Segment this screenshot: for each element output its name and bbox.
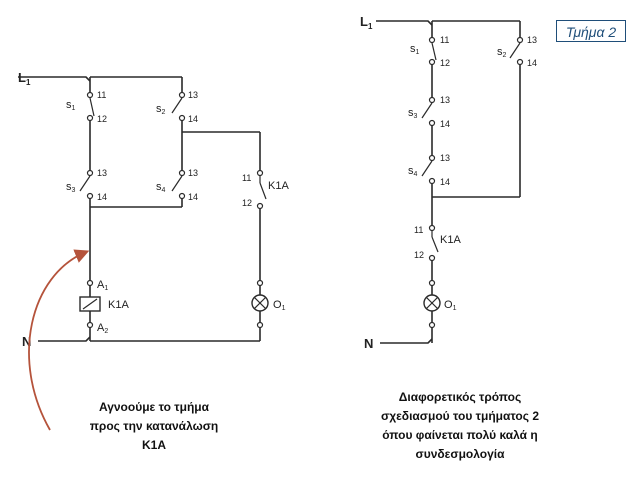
left-switch-s2: s2 13 14	[156, 90, 198, 124]
svg-text:s3: s3	[66, 181, 76, 194]
svg-text:11: 11	[440, 35, 449, 45]
left-switch-s3: s3 13 14	[66, 168, 107, 202]
right-switch-s2: s2 13 14	[497, 35, 537, 68]
svg-text:K1A: K1A	[440, 234, 461, 246]
left-caption-line-2: προς την κατανάλωση	[89, 419, 219, 433]
left-lamp-o1: O1	[251, 279, 286, 329]
left-caption: Αγνοούμε το τμήμα προς την κατανάλωση K1…	[64, 398, 244, 455]
svg-text:14: 14	[440, 177, 450, 187]
left-l1-label: L1	[18, 70, 31, 87]
right-caption-line-2: σχεδιασμού του τμήματος 2	[380, 409, 539, 423]
right-contact-k1a: 11 12 K1A	[414, 224, 461, 262]
svg-text:13: 13	[188, 90, 198, 100]
svg-text:O1: O1	[444, 299, 457, 312]
svg-text:A1: A1	[97, 279, 108, 292]
left-n-label: N	[22, 334, 31, 349]
left-switch-s1: s1 11 12	[66, 90, 107, 124]
svg-text:s4: s4	[156, 181, 166, 194]
svg-text:s4: s4	[408, 165, 418, 178]
svg-text:K1A: K1A	[108, 299, 129, 311]
svg-text:12: 12	[440, 58, 450, 68]
right-caption: Διαφορετικός τρόπος σχεδιασμού του τμήμα…	[360, 388, 560, 464]
right-n-label: N	[364, 336, 373, 351]
svg-text:13: 13	[188, 168, 198, 178]
svg-text:13: 13	[440, 95, 450, 105]
svg-text:O1: O1	[273, 299, 286, 312]
svg-text:11: 11	[414, 225, 423, 235]
left-caption-line-1: Αγνοούμε το τμήμα	[98, 400, 209, 414]
svg-text:s1: s1	[410, 43, 420, 56]
svg-text:A2: A2	[97, 322, 108, 335]
svg-text:14: 14	[527, 58, 537, 68]
right-switch-s1: s1 11 12	[410, 35, 450, 68]
left-diagram: L1 s1 11 12 s2 13 14	[18, 70, 289, 431]
svg-text:s2: s2	[497, 46, 507, 59]
left-caption-line-3: K1A	[141, 438, 166, 452]
svg-text:12: 12	[97, 114, 107, 124]
left-contact-k1a: 11 12 K1A	[242, 169, 289, 210]
svg-text:14: 14	[188, 192, 198, 202]
right-diagram: L1 s1 11 12 s2 13 14	[360, 14, 537, 351]
left-coil-k1a: A1 K1A A2	[79, 279, 129, 335]
right-caption-line-3: όπου φαίνεται πολύ καλά η	[382, 428, 538, 442]
section-label-box: Τμήμα 2	[556, 20, 626, 42]
left-switch-s4: s4 13 14	[156, 168, 198, 202]
right-switch-s3: s3 13 14	[408, 95, 450, 129]
svg-text:s2: s2	[156, 103, 166, 116]
pointer-arrow	[28, 249, 90, 431]
svg-text:s1: s1	[66, 99, 76, 112]
svg-text:K1A: K1A	[268, 180, 289, 192]
svg-text:13: 13	[527, 35, 537, 45]
svg-text:14: 14	[440, 119, 450, 129]
right-switch-s4: s4 13 14	[408, 153, 450, 187]
svg-text:13: 13	[97, 168, 107, 178]
svg-text:12: 12	[242, 198, 252, 208]
svg-text:11: 11	[97, 90, 106, 100]
right-l1-label: L1	[360, 14, 373, 31]
svg-text:11: 11	[242, 173, 251, 183]
right-lamp-o1: O1	[423, 279, 457, 329]
svg-text:13: 13	[440, 153, 450, 163]
svg-text:12: 12	[414, 250, 424, 260]
svg-text:14: 14	[97, 192, 107, 202]
right-caption-line-4: συνδεσμολογία	[415, 447, 505, 461]
svg-text:s3: s3	[408, 107, 418, 120]
svg-text:14: 14	[188, 114, 198, 124]
right-caption-line-1: Διαφορετικός τρόπος	[398, 390, 522, 404]
